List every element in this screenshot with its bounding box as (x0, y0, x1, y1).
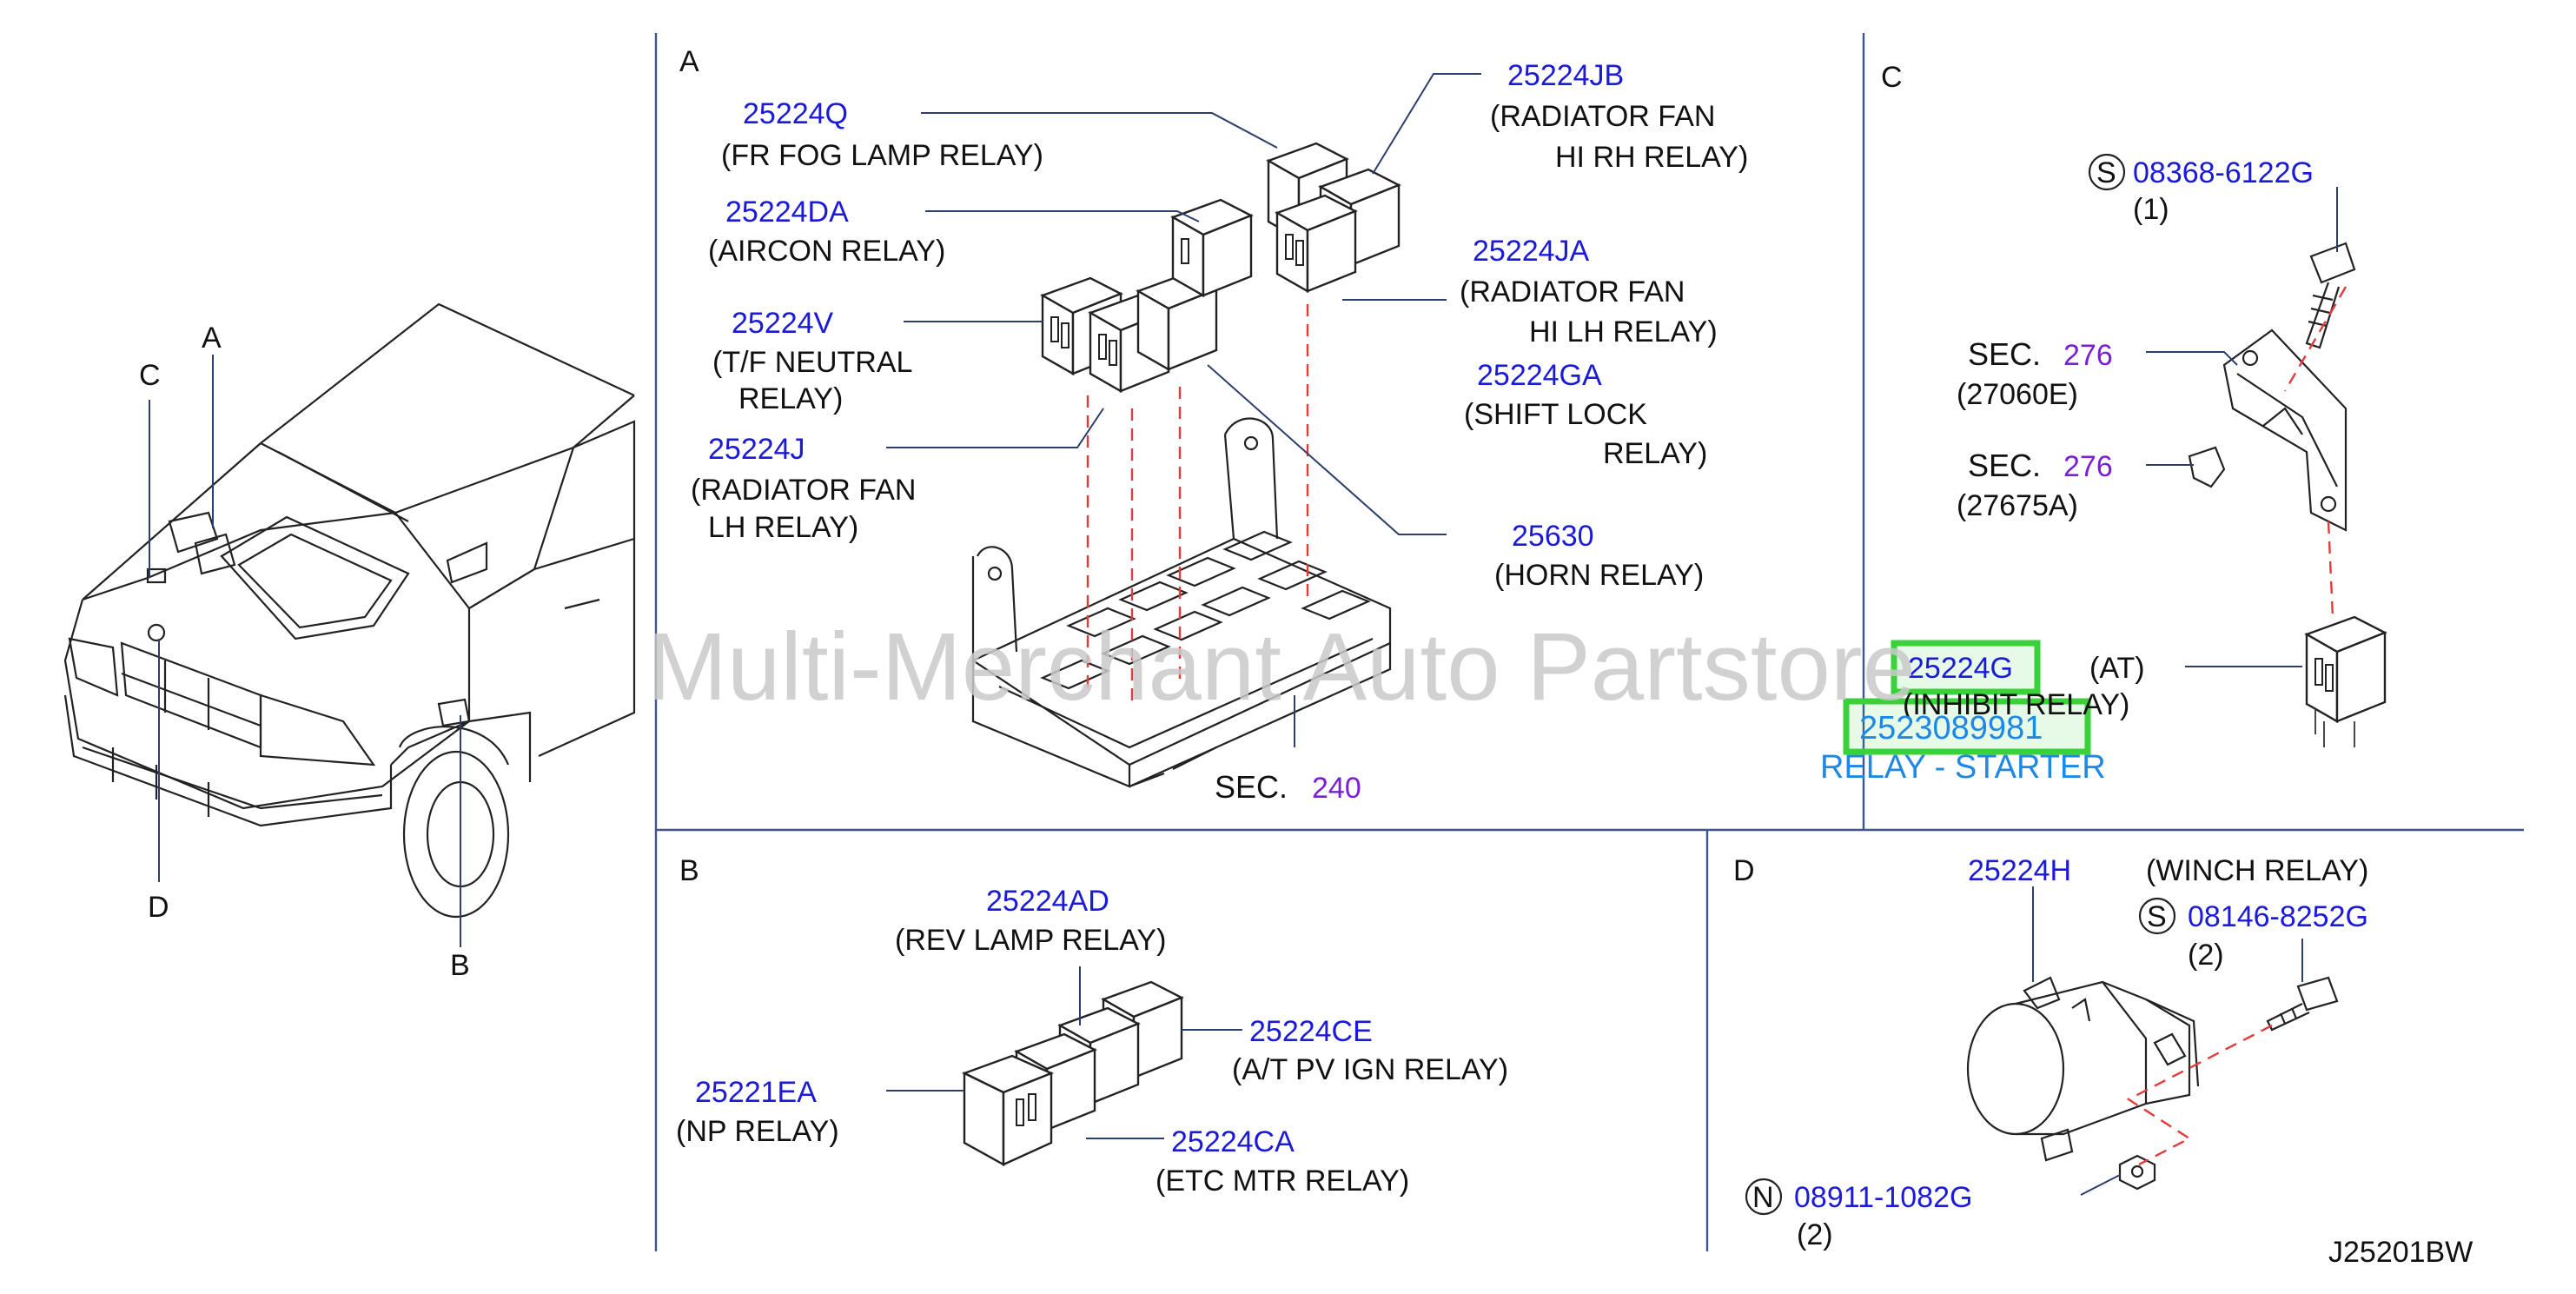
pn-08911-1082G: 08911-1082G (1794, 1181, 1972, 1214)
desc-aircon-relay: (AIRCON RELAY) (708, 235, 945, 268)
diagram-code: J25201BW (2328, 1236, 2473, 1269)
nut-mark-d: N (1752, 1181, 1774, 1214)
highlight-box-25224G (1891, 640, 2041, 695)
sec-code-27675A: (27675A) (1957, 489, 2078, 522)
pn-25224GA: 25224GA (1477, 359, 1602, 392)
bolt-illustration (2305, 242, 2356, 349)
desc-radiator-fan-lh-1: (RADIATOR FAN (691, 474, 916, 507)
desc-inhibit-relay: (INHIBIT RELAY) (1903, 688, 2129, 721)
leader-lines-d (2032, 886, 2303, 1196)
panel-dividers (654, 33, 2524, 1251)
relay-box-illustration (970, 417, 1392, 788)
leader-lines-c (2146, 187, 2338, 667)
relay-icon (961, 1054, 1055, 1167)
bolt-mark-c: S (2096, 156, 2116, 189)
inhibit-at-label: (AT) (2089, 652, 2145, 685)
bolt-d-illustration (2266, 976, 2339, 1032)
sec-label-c1: SEC. (1968, 336, 2041, 372)
section-d: D 25224H (WINCH (1733, 854, 2368, 1251)
relay-cluster-b (961, 980, 1184, 1167)
desc-radiator-fan-lh-2: LH RELAY) (708, 511, 858, 544)
pn-08146-8252G: 08146-8252G (2188, 900, 2368, 933)
section-a: A (679, 45, 1748, 805)
sec-num-276-b: 276 (2063, 450, 2113, 483)
bracket-illustration (2222, 328, 2348, 532)
pn-25224CE: 25224CE (1249, 1015, 1373, 1048)
dashed-guides-a (1086, 304, 1309, 704)
section-d-letter: D (1733, 854, 1755, 887)
desc-radiator-fan-hi-lh-1: (RADIATOR FAN (1460, 275, 1685, 309)
pn-25224AD: 25224AD (986, 885, 1109, 918)
sec-num-240: 240 (1312, 772, 1361, 805)
pn-25224H: 25224H (1968, 854, 2071, 887)
pn-25221EA: 25221EA (695, 1076, 817, 1109)
nut-mark-icon (1745, 1178, 1783, 1216)
clip-illustration (2188, 446, 2226, 488)
desc-horn-relay: (HORN RELAY) (1494, 559, 1704, 592)
winch-relay-illustration (1966, 976, 2200, 1162)
desc-np-relay: (NP RELAY) (676, 1115, 839, 1148)
section-a-letter: A (679, 45, 699, 78)
highlight-box-starter (1843, 698, 2091, 755)
bolt-mark-d: S (2147, 900, 2167, 933)
watermark-text: Multi-Merchant Auto Partstore (647, 614, 1916, 720)
section-b: B 25224AD (RE (676, 854, 1508, 1198)
sec-code-27060E: (27060E) (1957, 378, 2078, 411)
leader-lines-a (886, 73, 1481, 747)
pn-08368-6122G: 08368-6122G (2133, 156, 2314, 189)
sec-label-c2: SEC. (1968, 448, 2041, 483)
nut-illustration (2118, 1154, 2156, 1191)
sec-num-276-a: 276 (2063, 339, 2113, 372)
leader-lines-b (886, 966, 1242, 1139)
screw-mark-icon (2138, 897, 2176, 935)
qty-d-nut: (2) (1797, 1218, 1833, 1251)
desc-fr-fog-lamp-relay: (FR FOG LAMP RELAY) (721, 139, 1043, 172)
vehicle-callouts: A C D B (139, 322, 470, 982)
desc-tf-relay: RELAY) (738, 382, 843, 415)
desc-radiator-fan-hi-rh-1: (RADIATOR FAN (1490, 100, 1715, 133)
svg-text:25224Q: 25224Q (743, 97, 848, 130)
pn-25224DA: 25224DA (725, 196, 849, 229)
pn-25224JA: 25224JA (1473, 235, 1590, 268)
callout-b: B (450, 949, 470, 982)
vehicle-illustration (63, 302, 636, 919)
labels-a: 25224Q (FR FOG LAMP RELAY) 25224DA (AIRC… (691, 59, 1748, 805)
desc-radiator-fan-hi-lh-2: HI LH RELAY) (1529, 315, 1718, 348)
desc-at-pv-ign-relay: (A/T PV IGN RELAY) (1232, 1053, 1508, 1086)
desc-etc-mtr-relay: (ETC MTR RELAY) (1156, 1165, 1409, 1198)
desc-rev-lamp-relay: (REV LAMP RELAY) (895, 924, 1166, 957)
desc-shift-lock: (SHIFT LOCK (1464, 398, 1647, 431)
section-c-letter: C (1881, 61, 1903, 94)
pn-25224JB: 25224JB (1507, 59, 1624, 92)
sec-label-a: SEC. (1215, 769, 1288, 805)
pn-25630: 25630 (1512, 520, 1594, 553)
qty-d-bolt: (2) (2188, 939, 2224, 972)
pn-2523089981[interactable]: 2523089981 (1859, 710, 2043, 747)
label-relay-starter[interactable]: RELAY - STARTER (1820, 749, 2106, 786)
highlight-fill-starter (1846, 701, 2088, 752)
desc-tf-neutral: (T/F NEUTRAL (712, 346, 912, 379)
pn-25224J: 25224J (708, 433, 805, 466)
pn-25224V: 25224V (732, 307, 834, 340)
callout-c: C (139, 359, 161, 392)
screw-mark-icon (2088, 153, 2126, 191)
highlight-fill-pn (1894, 643, 2037, 692)
desc-shift-lock-relay: RELAY) (1603, 437, 1707, 470)
callout-d: D (148, 891, 169, 924)
relay-icon (1275, 194, 1358, 294)
pn-25224Q: 25224Q (743, 97, 848, 130)
section-c: C (1820, 61, 2387, 786)
pn-25224CA: 25224CA (1171, 1125, 1295, 1158)
section-b-letter: B (679, 854, 699, 887)
pn-25224G: 25224G (1908, 652, 2013, 685)
relay-icon (1170, 198, 1254, 298)
desc-winch-relay: (WINCH RELAY) (2146, 854, 2368, 887)
callout-a: A (202, 322, 222, 355)
desc-radiator-fan-hi-rh-2: HI RH RELAY) (1555, 141, 1748, 174)
inhibit-relay-icon (2304, 615, 2387, 747)
relay-cluster-a (1040, 142, 1401, 394)
qty-c-bolt: (1) (2133, 193, 2169, 226)
